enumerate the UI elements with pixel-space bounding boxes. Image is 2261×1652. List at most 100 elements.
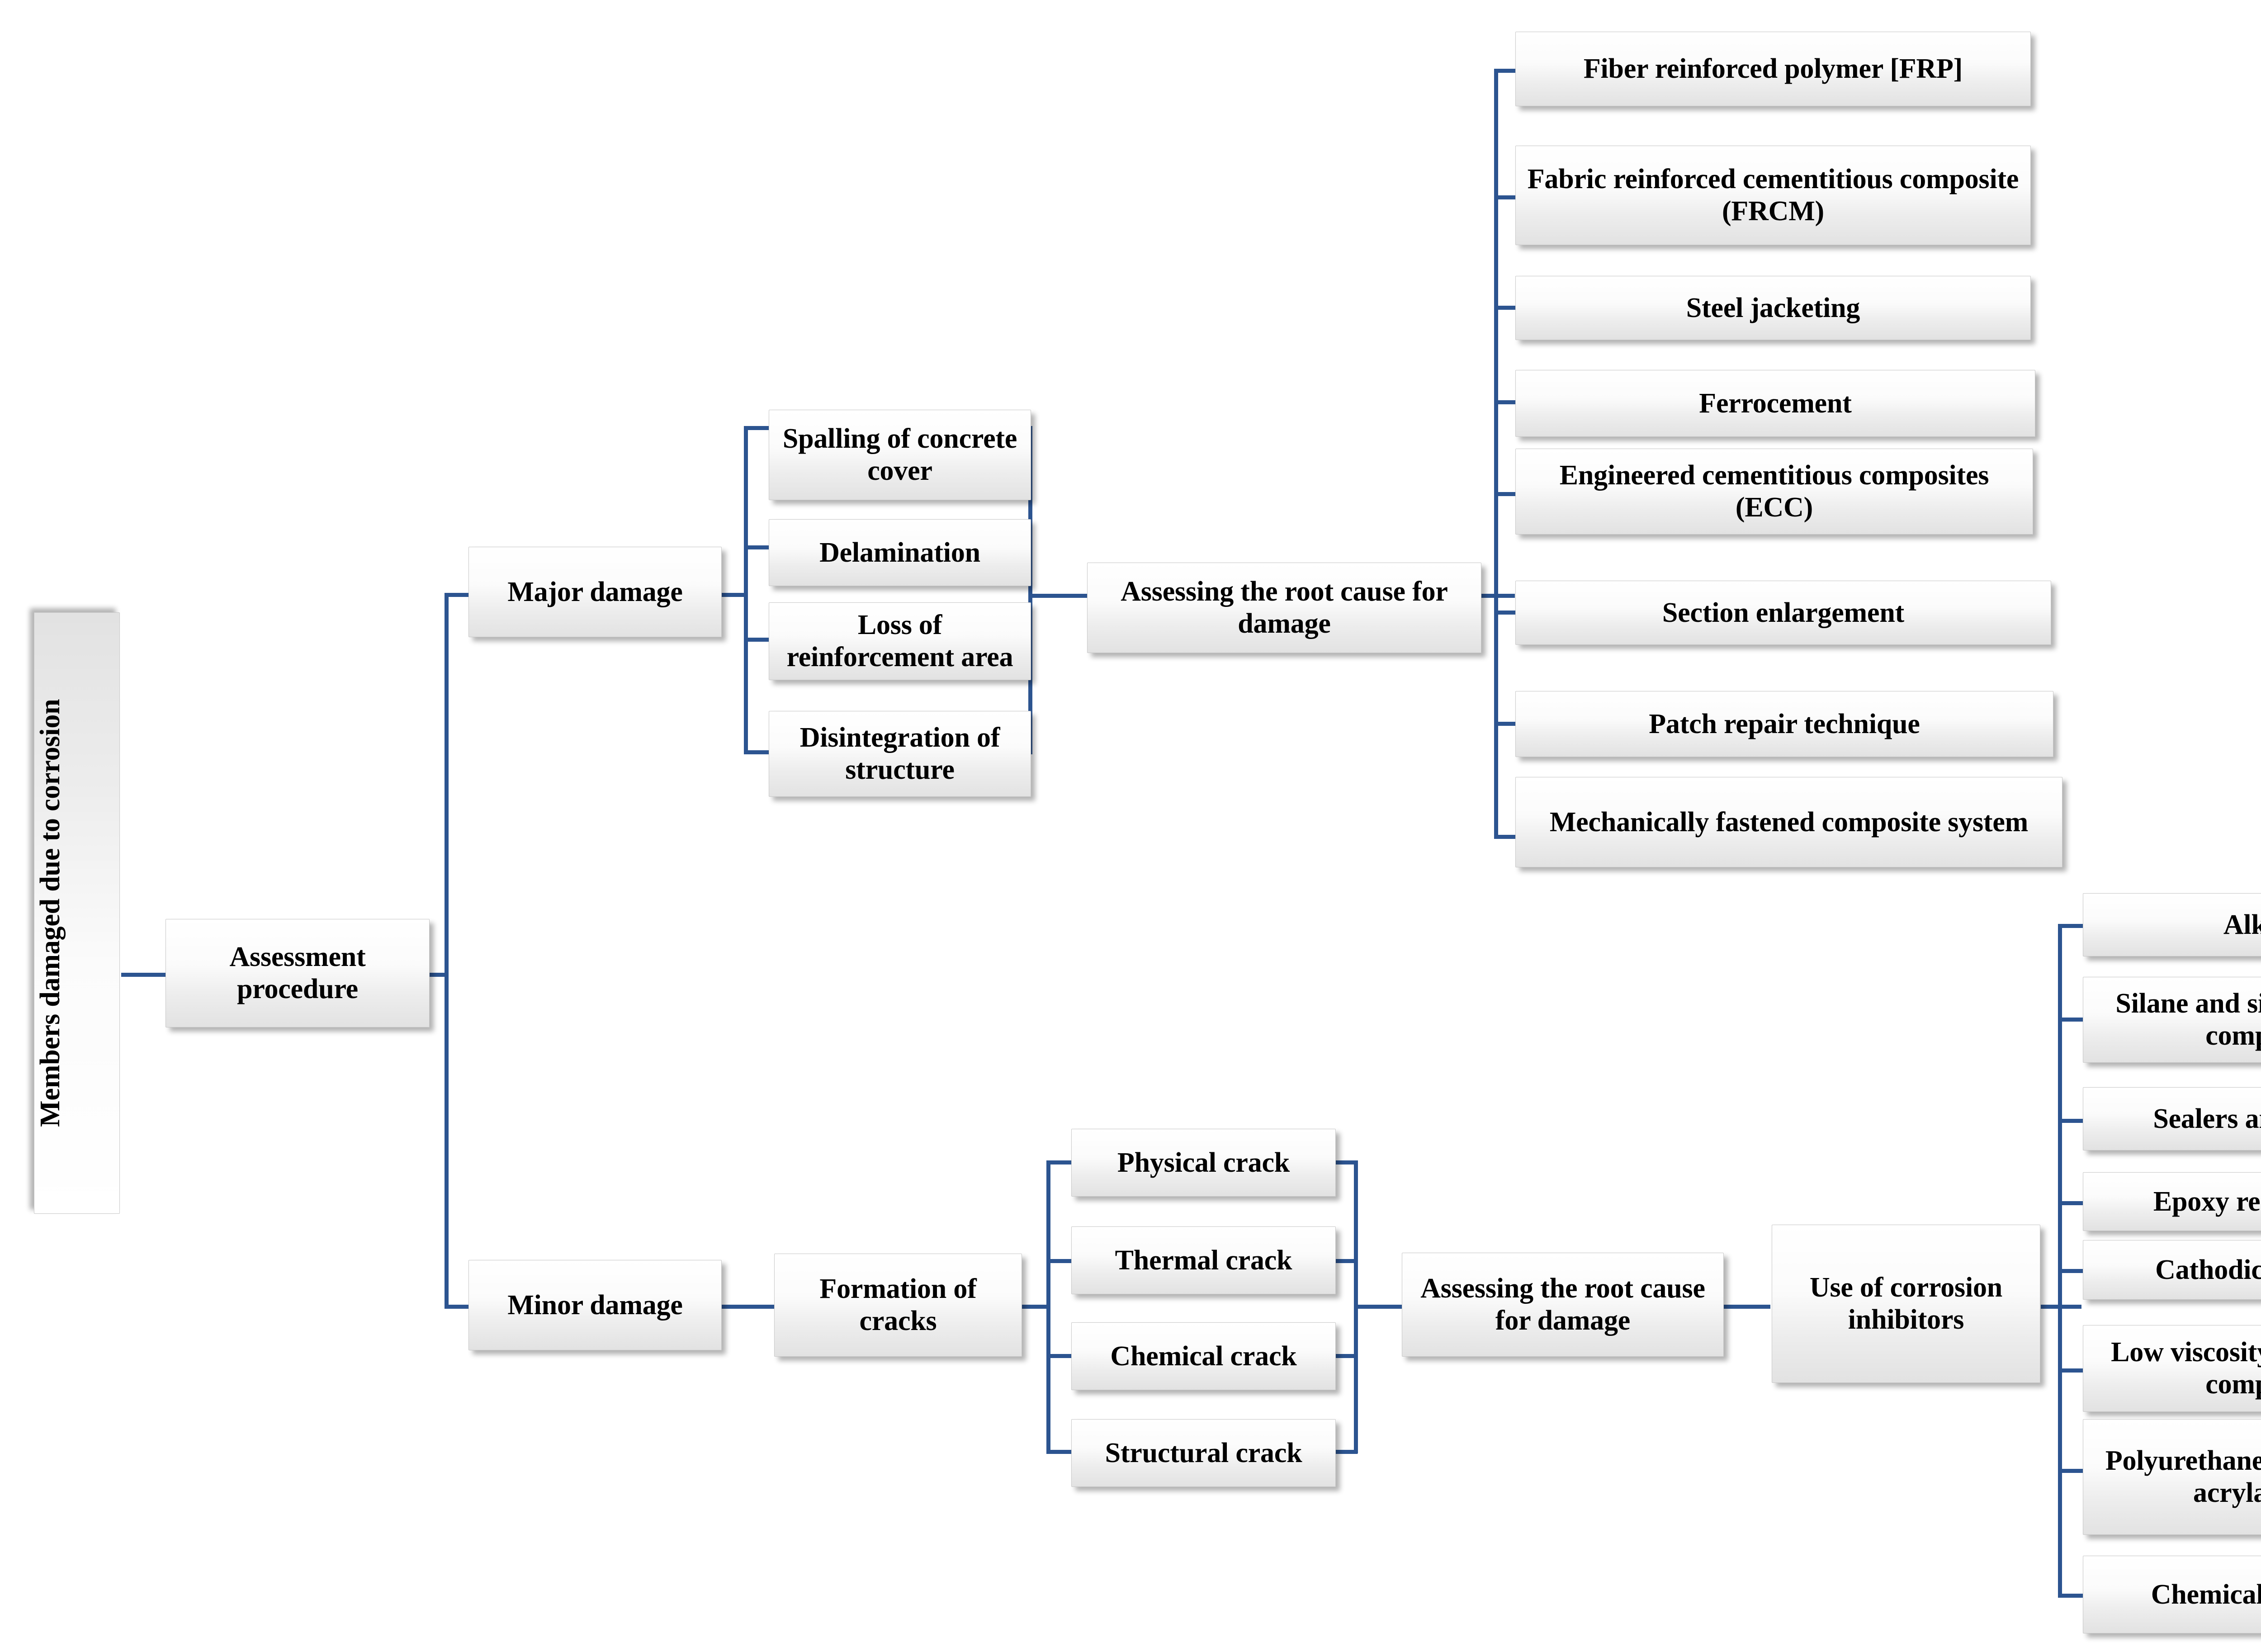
connector-option-2	[2058, 1018, 2083, 1022]
repair-technique-label: Mechanically fastened composite system	[1549, 806, 2029, 838]
connector-crack4-to-merge	[1334, 1450, 1358, 1454]
connector-option-6	[2058, 1368, 2083, 1373]
repair-technique-label: Fabric reinforced cementitious composite…	[1527, 164, 2019, 227]
inhibitor-option-label: Alkaline	[2223, 909, 2261, 940]
connector-assessment-lower-to-inhibitors	[1723, 1305, 1770, 1309]
major-damage-node[interactable]: Major damage	[468, 547, 722, 637]
connector-repair-6	[1494, 611, 1516, 615]
inhibitor-option-node-silane-siloxane[interactable]: Silane and siloxane sealing compounds	[2083, 977, 2261, 1063]
connector-option-8	[2058, 1594, 2083, 1598]
connector-repair-3	[1494, 306, 1516, 310]
repair-technique-node-patch-repair[interactable]: Patch repair technique	[1515, 691, 2053, 757]
crack-type-node-structural[interactable]: Structural crack	[1071, 1419, 1336, 1487]
formation-of-cracks-node[interactable]: Formation of cracks	[774, 1254, 1022, 1357]
inhibitor-option-label: Low viscosity epoxy sealing compounds	[2111, 1337, 2261, 1400]
repair-technique-label: Section enlargement	[1662, 597, 1905, 628]
connector-merge-to-assessment-upper	[1028, 594, 1087, 598]
inhibitor-option-node-alkaline[interactable]: Alkaline	[2083, 893, 2261, 956]
repair-technique-node-ecc[interactable]: Engineered cementitious composites (ECC)	[1515, 449, 2033, 535]
inhibitor-option-label: Polyurethane & methacrylic acrylate resi…	[2105, 1445, 2261, 1508]
inhibitor-option-node-cathodic-protection[interactable]: Cathodic protection	[2083, 1240, 2261, 1300]
repair-technique-node-mechanically-fastened[interactable]: Mechanically fastened composite system	[1515, 777, 2062, 867]
connector-crack3-to-merge	[1334, 1354, 1358, 1358]
connector-merge-to-assessment-lower	[1354, 1305, 1402, 1309]
connector-spine-to-delamination	[744, 545, 769, 549]
connector-crack-3	[1046, 1354, 1071, 1358]
repair-technique-label: Steel jacketing	[1686, 292, 1860, 323]
connector-main-trunk	[445, 593, 449, 1309]
damage-type-label: Disintegration of structure	[799, 722, 1000, 785]
connector-spine-to-disintegration	[744, 750, 769, 754]
crack-type-node-physical[interactable]: Physical crack	[1071, 1129, 1336, 1197]
crack-type-label: Structural crack	[1105, 1437, 1302, 1468]
connector-trunk-to-minor	[445, 1305, 470, 1309]
inhibitor-option-node-low-viscosity-epoxy[interactable]: Low viscosity epoxy sealing compounds	[2083, 1325, 2261, 1412]
connector-formation-to-crackspine	[1021, 1305, 1050, 1309]
repair-technique-node-ferrocement[interactable]: Ferrocement	[1515, 370, 2035, 437]
connector-repair-8	[1494, 835, 1516, 839]
assessing-root-cause-label: Assessing the root cause for damage	[1420, 1273, 1705, 1336]
damage-type-label: Delamination	[819, 537, 980, 568]
damage-type-label: Loss of reinforcement area	[786, 610, 1013, 672]
connector-repair-5	[1494, 492, 1516, 496]
assessing-root-cause-upper-node[interactable]: Assessing the root cause for damage	[1087, 563, 1481, 653]
connector-minor-to-formation	[720, 1305, 774, 1309]
repair-technique-label: Ferrocement	[1699, 388, 1852, 419]
connector-option-3	[2058, 1119, 2083, 1123]
repair-technique-label: Patch repair technique	[1649, 708, 1920, 739]
connector-damage-merge-spine	[1028, 426, 1032, 754]
damage-type-node-loss-of-reinforcement[interactable]: Loss of reinforcement area	[769, 602, 1031, 680]
repair-technique-node-steel-jacketing[interactable]: Steel jacketing	[1515, 276, 2031, 340]
connector-option-spine	[2058, 924, 2062, 1596]
connector-crack-spine	[1046, 1160, 1050, 1453]
inhibitor-option-node-polyurethane-methacrylic[interactable]: Polyurethane & methacrylic acrylate resi…	[2083, 1419, 2261, 1535]
inhibitor-option-node-chemical-compound[interactable]: Chemical compound	[2083, 1556, 2261, 1633]
minor-damage-label: Minor damage	[507, 1289, 683, 1321]
connector-repair-spine	[1494, 69, 1498, 839]
crack-type-node-thermal[interactable]: Thermal crack	[1071, 1226, 1336, 1294]
damage-type-node-delamination[interactable]: Delamination	[769, 519, 1031, 586]
repair-technique-node-frp[interactable]: Fiber reinforced polymer [FRP]	[1515, 32, 2031, 106]
connector-option-7	[2058, 1469, 2083, 1473]
crack-type-label: Thermal crack	[1115, 1245, 1292, 1276]
connector-repair-2	[1494, 195, 1516, 199]
crack-type-label: Physical crack	[1117, 1147, 1290, 1178]
connector-option-5	[2058, 1269, 2083, 1273]
assessing-root-cause-lower-node[interactable]: Assessing the root cause for damage	[1402, 1253, 1724, 1357]
repair-technique-node-section-enlargement[interactable]: Section enlargement	[1515, 581, 2051, 645]
connector-crack2-to-merge	[1334, 1259, 1358, 1263]
corrosion-inhibitors-label: Use of corrosion inhibitors	[1809, 1272, 2003, 1335]
repair-technique-label: Fiber reinforced polymer [FRP]	[1583, 53, 1963, 85]
inhibitor-option-label: Chemical compound	[2151, 1579, 2261, 1610]
assessment-procedure-label: Assessment procedure	[229, 942, 366, 1004]
crack-type-node-chemical[interactable]: Chemical crack	[1071, 1322, 1336, 1390]
connector-spine-to-loss	[744, 638, 769, 642]
connector-damage-type-spine	[744, 426, 748, 754]
minor-damage-node[interactable]: Minor damage	[468, 1260, 722, 1350]
root-node[interactable]: Members damaged due to corrosion	[34, 612, 120, 1214]
inhibitor-option-node-epoxy-resin[interactable]: Epoxy resin/ mortar	[2083, 1172, 2261, 1231]
connector-repair-7	[1494, 722, 1516, 726]
repair-technique-node-frcm[interactable]: Fabric reinforced cementitious composite…	[1515, 146, 2031, 245]
formation-of-cracks-label: Formation of cracks	[819, 1273, 977, 1336]
inhibitor-option-label: Sealers and coatings	[2153, 1103, 2261, 1134]
assessing-root-cause-label: Assessing the root cause for damage	[1121, 576, 1448, 639]
connector-crack-2	[1046, 1259, 1071, 1263]
connector-option-1	[2058, 924, 2083, 928]
damage-type-node-spalling[interactable]: Spalling of concrete cover	[769, 410, 1031, 500]
repair-technique-label: Engineered cementitious composites (ECC)	[1559, 460, 1989, 523]
connector-assessment-to-trunk	[429, 973, 449, 977]
damage-type-label: Spalling of concrete cover	[782, 423, 1017, 486]
connector-crack1-to-merge	[1334, 1160, 1358, 1164]
damage-type-node-disintegration[interactable]: Disintegration of structure	[769, 711, 1031, 797]
connector-trunk-to-major	[445, 593, 470, 597]
crack-type-label: Chemical crack	[1110, 1340, 1297, 1372]
connector-root-to-assessment	[121, 973, 166, 977]
inhibitor-option-node-sealers-coatings[interactable]: Sealers and coatings	[2083, 1087, 2261, 1150]
assessment-procedure-node[interactable]: Assessment procedure	[166, 919, 430, 1027]
root-label: Members damaged due to corrosion	[35, 699, 66, 1127]
connector-repair-1	[1494, 69, 1516, 73]
corrosion-inhibitors-node[interactable]: Use of corrosion inhibitors	[1772, 1225, 2040, 1383]
connector-crack-4	[1046, 1450, 1071, 1454]
